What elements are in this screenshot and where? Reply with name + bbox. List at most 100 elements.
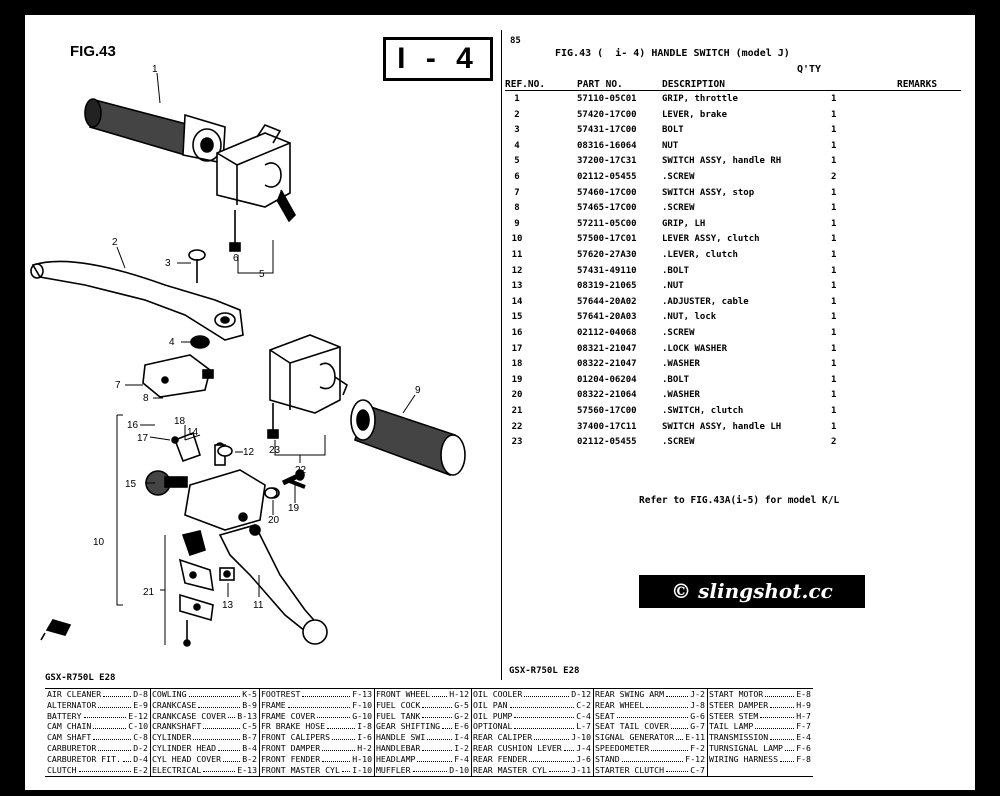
part-no: 57211-05C00: [577, 218, 637, 229]
dot-leader: [651, 743, 689, 751]
part-no: 57420-17C00: [577, 109, 637, 120]
dot-leader: [784, 743, 795, 751]
index-entry-name: TURNSIGNAL LAMP: [709, 742, 783, 753]
dot-leader: [327, 721, 356, 730]
index-entry-code: F-6: [796, 742, 811, 753]
index-entry-name: OPTIONAL: [473, 721, 513, 732]
header-remarks: REMARKS: [897, 79, 938, 90]
index-entry-code: B-9: [242, 699, 257, 710]
index-entry-code: F-12: [685, 753, 705, 764]
index-entry-code: J-10: [571, 732, 591, 743]
index-entry-name: TAIL LAMP: [709, 721, 754, 732]
index-entry-name: SPEEDOMETER: [595, 742, 650, 753]
dot-leader: [203, 765, 236, 773]
dot-leader: [203, 721, 241, 730]
index-entry[interactable]: TURNSIGNAL LAMP F-6: [707, 743, 813, 754]
callout-8: 8: [143, 393, 149, 404]
index-entry-name: HANDLEBAR: [376, 742, 421, 753]
parts-list-title: FIG.43 ( i- 4) HANDLE SWITCH (model J): [555, 48, 790, 59]
quantity: 1: [831, 156, 837, 167]
dot-leader: [78, 765, 132, 773]
header-part-no: PART NO.: [577, 79, 623, 90]
index-entry-name: OIL PUMP: [473, 710, 513, 721]
description: BOLT: [662, 125, 684, 136]
index-entry-code: E-11: [685, 732, 705, 743]
callout-1: 1: [152, 64, 158, 75]
quantity: 1: [831, 187, 837, 198]
index-entry-code: F-10: [352, 699, 372, 710]
description: NUT: [662, 140, 679, 151]
description: .LOCK WASHER: [662, 343, 728, 354]
index-entry-name: FOOTREST: [261, 689, 301, 699]
index-entry-code: D-12: [571, 689, 591, 699]
description: .WASHER: [662, 359, 700, 370]
index-entry-code: B-2: [242, 753, 257, 764]
index-entry-code: H-12: [449, 689, 469, 699]
quantity: 1: [831, 265, 837, 276]
index-entry-name: COWLING: [152, 689, 187, 699]
index-entry[interactable]: CARBURETOR FIT.D-4: [45, 754, 150, 765]
quantity: 1: [831, 109, 837, 120]
quantity: 1: [831, 250, 837, 260]
watermark-banner: © slingshot.cc: [639, 575, 865, 608]
index-entry-code: J-4: [576, 742, 591, 753]
clutch-nut-drawing: [219, 567, 235, 581]
clutch-lever-assy-drawing: [145, 431, 306, 531]
index-entry-name: STARTER CLUTCH: [595, 764, 665, 775]
